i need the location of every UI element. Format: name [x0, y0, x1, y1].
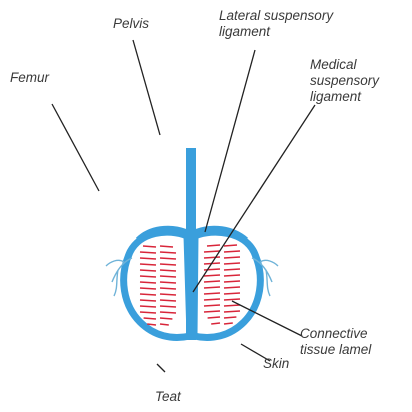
- tissue-lamella-mark: [160, 258, 176, 259]
- label-lateral-line-2: ligament: [219, 24, 333, 40]
- tissue-lamella-mark: [143, 246, 156, 247]
- label-medial-line-3: ligament: [310, 89, 379, 105]
- tissue-lamella-mark: [160, 294, 176, 295]
- tissue-lamella-mark: [140, 276, 156, 277]
- label-medial-suspensory-ligament: Medical suspensory ligament: [310, 57, 379, 105]
- tissue-lamella-mark: [160, 288, 176, 289]
- tissue-lamella-mark: [204, 251, 220, 252]
- label-teat: Teat: [155, 389, 181, 405]
- tissue-lamella-mark: [160, 264, 176, 265]
- tissue-lamella-mark: [224, 293, 240, 294]
- tissue-lamella-mark: [224, 323, 233, 324]
- tissue-lamella-mark: [160, 324, 169, 325]
- tissue-lamella-mark: [160, 252, 176, 253]
- udder-outline-right: [194, 232, 260, 337]
- tissue-lamella-mark: [224, 257, 240, 258]
- tissue-lamella-mark: [224, 305, 240, 306]
- leader-teat: [157, 364, 165, 372]
- tissue-lamella-mark: [160, 300, 176, 301]
- tissue-lamella-mark: [204, 305, 220, 306]
- label-pelvis: Pelvis: [113, 16, 149, 32]
- tissue-lamella-mark: [204, 281, 220, 282]
- tissue-lamella-mark: [140, 252, 156, 253]
- tissue-lamella-mark: [140, 282, 156, 283]
- tissue-lamella-mark: [140, 264, 156, 265]
- tissue-lamella-mark: [204, 311, 220, 312]
- tissue-lamella-mark: [147, 324, 156, 325]
- tissue-lamella-mark: [224, 317, 236, 318]
- leader-lateral-ligament: [205, 50, 255, 232]
- tissue-lamella-mark: [204, 275, 220, 276]
- tissue-lamella-mark: [224, 251, 240, 252]
- label-connective-tissue: Connective tissue lamel: [300, 326, 371, 358]
- tissue-lamella-mark: [204, 293, 220, 294]
- tissue-lamella-mark: [224, 269, 240, 270]
- tissue-lamella-mark: [204, 257, 220, 258]
- label-lateral-suspensory-ligament: Lateral suspensory ligament: [219, 8, 333, 40]
- tissue-lamella-mark: [224, 287, 240, 288]
- tissue-lamella-mark: [211, 323, 220, 324]
- tissue-lamella-mark: [224, 245, 237, 246]
- tissue-lamella-mark: [140, 258, 156, 259]
- tissue-lamella-mark: [160, 312, 176, 313]
- tissue-lamella-mark: [160, 246, 173, 247]
- tissue-lamella-mark: [204, 287, 220, 288]
- tissue-lamella-mark: [204, 269, 220, 270]
- tissue-lamella-mark: [160, 282, 176, 283]
- label-lateral-line-1: Lateral suspensory: [219, 8, 333, 24]
- tissue-lamella-mark: [160, 306, 176, 307]
- tissue-lamella-mark: [224, 263, 240, 264]
- label-connective-line-2: tissue lamel: [300, 342, 371, 358]
- tissue-lamella-mark: [224, 311, 240, 312]
- label-connective-line-1: Connective: [300, 326, 371, 342]
- tissue-lamella-mark: [224, 281, 240, 282]
- tissue-lamella-mark: [140, 306, 156, 307]
- tissue-lamella-mark: [224, 299, 240, 300]
- leader-pelvis: [133, 40, 160, 135]
- tissue-lamella-mark: [204, 299, 220, 300]
- tissue-lamella-mark: [160, 318, 172, 319]
- leader-femur: [52, 104, 99, 191]
- udder-outline: [124, 232, 190, 337]
- tissue-lamella-mark: [144, 318, 156, 319]
- tissue-lamella-mark: [224, 275, 240, 276]
- label-medial-line-2: suspensory: [310, 73, 379, 89]
- tissue-lamella-mark: [140, 312, 156, 313]
- tissue-lamella-mark: [140, 270, 156, 271]
- tissue-lamella-mark: [207, 245, 220, 246]
- tissue-lamella-mark: [160, 276, 176, 277]
- tissue-lamella-mark: [140, 294, 156, 295]
- label-skin: Skin: [263, 356, 289, 372]
- tissue-lamella-mark: [140, 300, 156, 301]
- medial-suspensory-ligament: [186, 148, 196, 340]
- label-femur: Femur: [10, 70, 49, 86]
- tissue-lamella-mark: [208, 317, 220, 318]
- tissue-lamella-mark: [140, 288, 156, 289]
- label-medial-line-1: Medical: [310, 57, 379, 73]
- tissue-lamella-mark: [160, 270, 176, 271]
